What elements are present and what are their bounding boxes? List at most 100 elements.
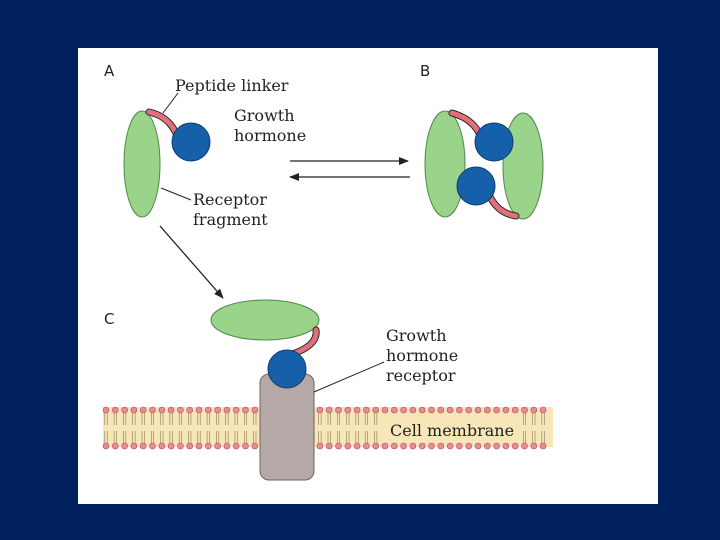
lipid-head (353, 442, 361, 450)
lipid-head (316, 442, 324, 450)
lipid-head (363, 442, 370, 450)
lipid-head (428, 442, 435, 450)
lipid-head (214, 406, 221, 414)
lipid-head (530, 442, 538, 450)
lipid-head (112, 406, 119, 414)
lipid-head (521, 442, 528, 450)
lipid-head (130, 442, 138, 450)
label-gh-receptor-line3: receptor (386, 366, 456, 385)
lipid-head (325, 406, 333, 414)
lipid-head (251, 442, 259, 450)
lipid-head (381, 442, 389, 450)
lipid-head (465, 406, 473, 414)
lipid-head (493, 442, 500, 450)
lipid-head (177, 442, 184, 450)
lipid-head (232, 442, 240, 450)
leader-gh-receptor (313, 361, 385, 393)
panel-label-b: B (420, 62, 430, 80)
lipid-head (446, 442, 454, 450)
lipid-head (390, 442, 398, 450)
label-growth-hormone-line2: hormone (234, 126, 306, 145)
lipid-head (521, 406, 528, 414)
lipid-head (242, 406, 249, 414)
lipid-head (316, 406, 324, 414)
lipid-head (121, 442, 128, 450)
lipid-head (456, 406, 463, 414)
lipid-head (530, 406, 538, 414)
lipid-head (214, 442, 221, 450)
cell-membrane-label-bg (386, 418, 514, 442)
lipid-head (223, 406, 231, 414)
lipid-head (372, 442, 380, 450)
lipid-head (428, 406, 435, 414)
lipid-head (335, 442, 342, 450)
lipid-head (502, 442, 510, 450)
lipid-head (539, 442, 547, 450)
lipid-head (167, 442, 175, 450)
arrow-to-panel-c (159, 225, 224, 299)
lipid-head (446, 406, 454, 414)
growth-hormone-b-top (474, 122, 514, 162)
receptor-transmembrane-domain (259, 373, 315, 481)
receptor-fragment-b-left (424, 110, 466, 218)
lipid-head (456, 442, 463, 450)
lipid-head (390, 406, 398, 414)
lipid-head (121, 406, 128, 414)
lipid-head (205, 442, 212, 450)
label-receptor-fragment-line1: Receptor (193, 190, 267, 209)
lipid-head (186, 442, 193, 450)
lipid-head (474, 442, 482, 450)
lipid-head (186, 406, 193, 414)
lipid-head (177, 406, 184, 414)
receptor-fragment-b-right (502, 112, 544, 220)
lipid-head (502, 406, 510, 414)
lipid-head (511, 442, 519, 450)
lipid-head (409, 442, 417, 450)
leader-peptide-linker (162, 92, 179, 114)
growth-hormone-a (171, 122, 211, 162)
lipid-head (353, 406, 361, 414)
lipid-head (465, 442, 473, 450)
complex-b (424, 109, 544, 220)
label-gh-receptor-line2: hormone (386, 346, 458, 365)
complex-a (123, 108, 211, 218)
receptor-fragment-c (210, 299, 320, 341)
label-peptide-linker: Peptide linker (175, 76, 289, 95)
lipid-head (372, 406, 380, 414)
lipid-head (539, 406, 547, 414)
lipid-head (483, 406, 491, 414)
lipid-head (400, 442, 407, 450)
lipid-head (474, 406, 482, 414)
lipid-head (195, 442, 203, 450)
label-growth-hormone-line1: Growth (234, 106, 295, 125)
lipid-head (493, 406, 500, 414)
lipid-head (344, 442, 352, 450)
lipid-head (409, 406, 417, 414)
lipid-head (158, 406, 166, 414)
lipid-head (325, 442, 333, 450)
lipid-head (102, 442, 110, 450)
lipid-head (381, 406, 389, 414)
lipid-head (363, 406, 370, 414)
lipid-head (232, 406, 240, 414)
lipid-head (149, 406, 156, 414)
lipid-head (205, 406, 212, 414)
receptor-fragment-a (123, 110, 161, 218)
leader-receptor-fragment (160, 187, 192, 201)
lipid-head (400, 406, 407, 414)
label-receptor-fragment-line2: fragment (193, 210, 268, 229)
lipid-head (130, 406, 138, 414)
lipid-head (335, 406, 342, 414)
growth-hormone-b-bottom (456, 166, 496, 206)
lipid-head (195, 406, 203, 414)
label-gh-receptor-line1: Growth (386, 326, 447, 345)
lipid-head (102, 406, 110, 414)
lipid-head (139, 406, 147, 414)
lipid-head (167, 406, 175, 414)
lipid-head (158, 442, 166, 450)
lipid-head (112, 442, 119, 450)
panel-label-a: A (104, 62, 115, 80)
lipid-head (139, 442, 147, 450)
